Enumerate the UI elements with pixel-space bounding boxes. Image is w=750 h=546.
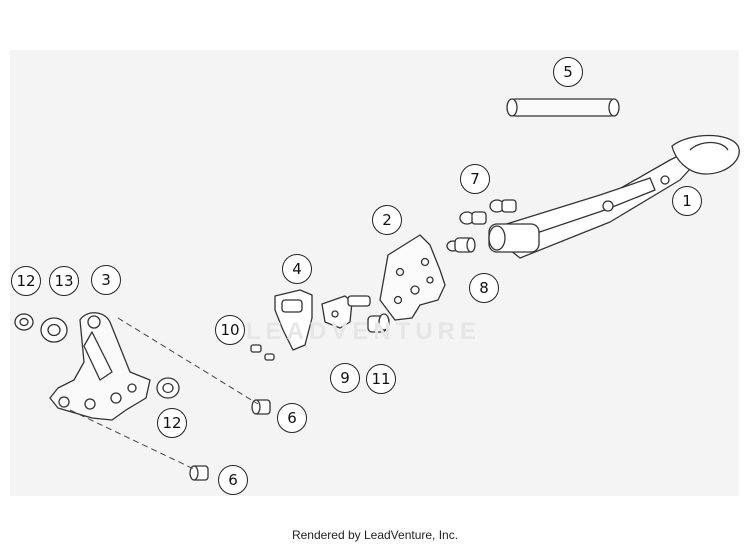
callout-part-13[interactable]: 13 bbox=[49, 266, 79, 296]
callout-part-10[interactable]: 10 bbox=[215, 315, 245, 345]
part-washer-12b bbox=[156, 377, 180, 399]
callout-part-3[interactable]: 3 bbox=[91, 265, 121, 295]
part-sleeve-11 bbox=[367, 313, 390, 333]
callout-part-2[interactable]: 2 bbox=[372, 205, 402, 235]
part-side-stand bbox=[488, 134, 740, 259]
part-switch-plate-4 bbox=[274, 289, 313, 351]
part-washer-12a bbox=[14, 313, 34, 331]
part-screws-10 bbox=[250, 344, 275, 361]
callout-part-6-lower[interactable]: 6 bbox=[218, 465, 248, 495]
part-bracket-2 bbox=[379, 234, 446, 321]
callout-part-1[interactable]: 1 bbox=[672, 186, 702, 216]
part-pin bbox=[506, 98, 620, 117]
diagram-panel bbox=[10, 50, 739, 496]
callout-part-8[interactable]: 8 bbox=[469, 273, 499, 303]
part-switch-9 bbox=[321, 295, 371, 329]
part-bolt-6b bbox=[189, 465, 209, 481]
callout-part-12-lower[interactable]: 12 bbox=[157, 408, 187, 438]
callout-part-4[interactable]: 4 bbox=[282, 254, 312, 284]
callout-part-7[interactable]: 7 bbox=[460, 164, 490, 194]
part-bushing-8 bbox=[446, 237, 476, 253]
callout-part-12-upper[interactable]: 12 bbox=[11, 266, 41, 296]
callout-part-5[interactable]: 5 bbox=[553, 57, 583, 87]
part-frame-bracket-3 bbox=[49, 312, 151, 421]
part-bolts-7 bbox=[459, 199, 517, 225]
callout-part-11[interactable]: 11 bbox=[366, 364, 396, 394]
watermark: LEADVENTURE bbox=[246, 318, 482, 345]
part-bearing-13 bbox=[40, 317, 68, 343]
callout-part-9[interactable]: 9 bbox=[330, 363, 360, 393]
callout-part-6-upper[interactable]: 6 bbox=[277, 403, 307, 433]
footer-credit: Rendered by LeadVenture, Inc. bbox=[291, 528, 459, 542]
assembly-lines bbox=[69, 317, 259, 471]
